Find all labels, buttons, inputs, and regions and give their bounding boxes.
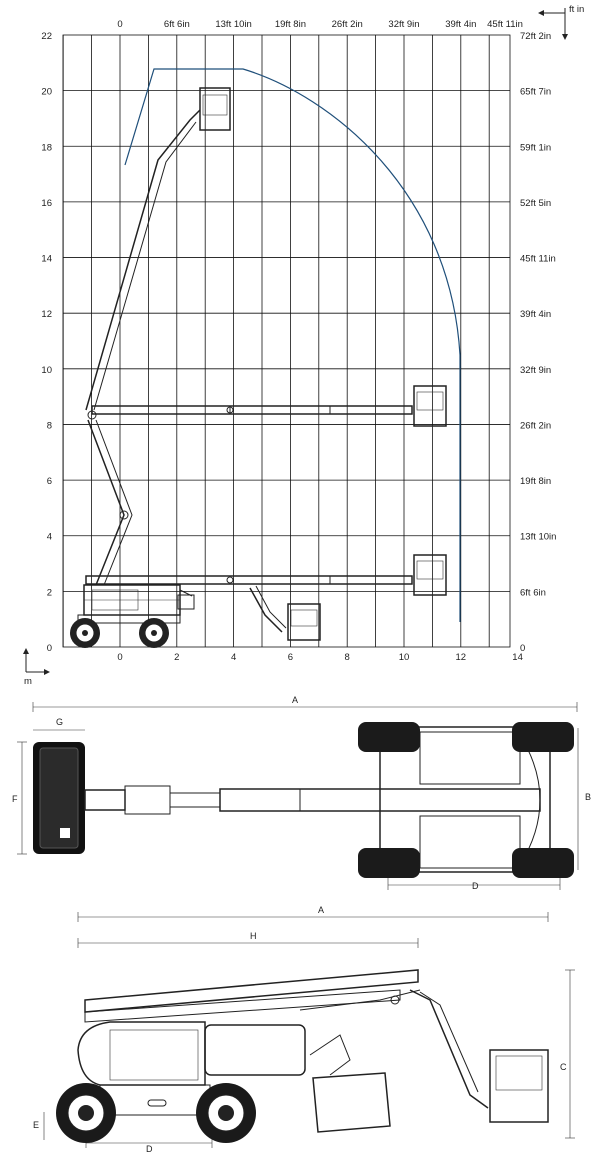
side-dim-a: A (77, 905, 549, 922)
side-basket-left (309, 1034, 391, 1133)
y-tick-m-label: 22 (41, 31, 52, 42)
y-tick-m-label: 20 (41, 87, 52, 98)
y-tick-ft-label: 19ft 8in (520, 476, 551, 487)
riser-boom (87, 410, 133, 586)
x-axis-ticks-ft: 0 6ft 6in 13ft 10in 19ft 8in 26ft 2in 32ft 9i… (117, 19, 523, 30)
boom-low-horizontal (85, 554, 447, 596)
side-dim-d: D (85, 1138, 213, 1154)
y-tick-m-label: 18 (41, 142, 52, 153)
y-tick-m-label: 6 (47, 476, 52, 487)
unit-m-indicator: m (23, 648, 50, 687)
side-basket-right (489, 1049, 549, 1123)
x-tick-ft-label: 26ft 2in (332, 19, 363, 30)
x-axis-ticks-m: 0 2 4 6 8 10 12 14 (117, 652, 523, 663)
y-tick-m-label: 12 (41, 309, 52, 320)
x-tick-m-label: 12 (456, 652, 467, 663)
top-dim-b-label: B (585, 792, 591, 802)
top-dim-a-label: A (292, 695, 298, 705)
jib-down (249, 585, 321, 641)
x-tick-ft-label: 45ft 11in (487, 19, 523, 30)
unit-ft-indicator: ft in (538, 4, 584, 40)
side-chassis (77, 1021, 306, 1116)
y-tick-ft-label: 45ft 11in (520, 254, 556, 265)
unit-ft-label: ft in (569, 4, 584, 15)
side-dim-a-label: A (318, 905, 324, 915)
reach-envelope-curve (124, 68, 461, 622)
y-tick-m-label: 14 (41, 254, 52, 265)
y-tick-ft-label: 32ft 9in (520, 365, 551, 376)
x-tick-ft-label: 0 (117, 19, 122, 30)
y-tick-ft-label: 65ft 7in (520, 87, 551, 98)
y-tick-m-label: 4 (47, 532, 52, 543)
x-tick-m-label: 4 (231, 652, 236, 663)
side-wheel-front (56, 1083, 116, 1143)
x-tick-ft-label: 6ft 6in (164, 19, 190, 30)
top-dim-b: B (577, 728, 591, 870)
y-tick-ft-label: 26ft 2in (520, 420, 551, 431)
side-dim-d-label: D (146, 1144, 153, 1154)
x-tick-m-label: 0 (117, 652, 122, 663)
top-basket (33, 742, 85, 854)
top-wheels (358, 722, 574, 878)
side-dim-h-label: H (250, 931, 257, 941)
side-booms (84, 969, 421, 1023)
y-axis-ticks-ft: 0 6ft 6in 13ft 10in 19ft 8in 26ft 2in 32ft 9i… (520, 31, 556, 654)
y-tick-m-label: 2 (47, 587, 52, 598)
side-wheel-rear (196, 1083, 256, 1143)
boom-mid-horizontal (91, 385, 447, 427)
unit-m-label: m (24, 676, 32, 687)
side-dim-h: H (77, 931, 419, 948)
y-tick-ft-label: 39ft 4in (520, 309, 551, 320)
side-jib (409, 989, 489, 1109)
x-tick-m-label: 8 (345, 652, 350, 663)
side-dim-c-label: C (560, 1062, 567, 1072)
y-tick-ft-label: 13ft 10in (520, 532, 556, 543)
x-tick-ft-label: 32ft 9in (388, 19, 419, 30)
y-tick-ft-label: 52ft 5in (520, 198, 551, 209)
side-dim-e-label: E (33, 1120, 39, 1130)
y-tick-m-label: 8 (47, 420, 52, 431)
y-tick-ft-label: 6ft 6in (520, 587, 546, 598)
x-tick-ft-label: 13ft 10in (215, 19, 251, 30)
top-chassis (379, 726, 551, 873)
machine-wheel-rear (139, 618, 169, 648)
top-dim-g-label: G (56, 717, 63, 727)
x-tick-m-label: 2 (174, 652, 179, 663)
side-dim-c: C (560, 969, 575, 1139)
top-dim-d: D (387, 878, 561, 891)
y-axis-ticks-m: 0 2 4 6 8 10 12 14 16 18 20 22 (41, 31, 52, 654)
machine-chassis (77, 584, 195, 624)
top-dim-f-label: F (12, 794, 18, 804)
y-tick-m-label: 0 (47, 643, 52, 654)
x-tick-m-label: 6 (288, 652, 293, 663)
y-tick-ft-label: 59ft 1in (520, 142, 551, 153)
y-tick-ft-label: 0 (520, 643, 525, 654)
x-tick-ft-label: 19ft 8in (275, 19, 306, 30)
x-tick-m-label: 14 (512, 652, 523, 663)
top-dim-g: G (33, 717, 85, 731)
top-dim-f: F (12, 741, 27, 855)
chart-grid-lines (62, 35, 510, 647)
top-boom (84, 785, 541, 815)
y-tick-m-label: 10 (41, 365, 52, 376)
boom-max-height (85, 87, 231, 411)
x-tick-m-label: 10 (399, 652, 410, 663)
side-dim-e: E (33, 1112, 45, 1140)
top-dim-d-label: D (472, 881, 479, 891)
x-tick-ft-label: 39ft 4in (445, 19, 476, 30)
top-dim-a: A (32, 695, 578, 712)
y-tick-m-label: 16 (41, 198, 52, 209)
y-tick-ft-label: 72ft 2in (520, 31, 551, 42)
machine-wheel-front (70, 618, 100, 648)
